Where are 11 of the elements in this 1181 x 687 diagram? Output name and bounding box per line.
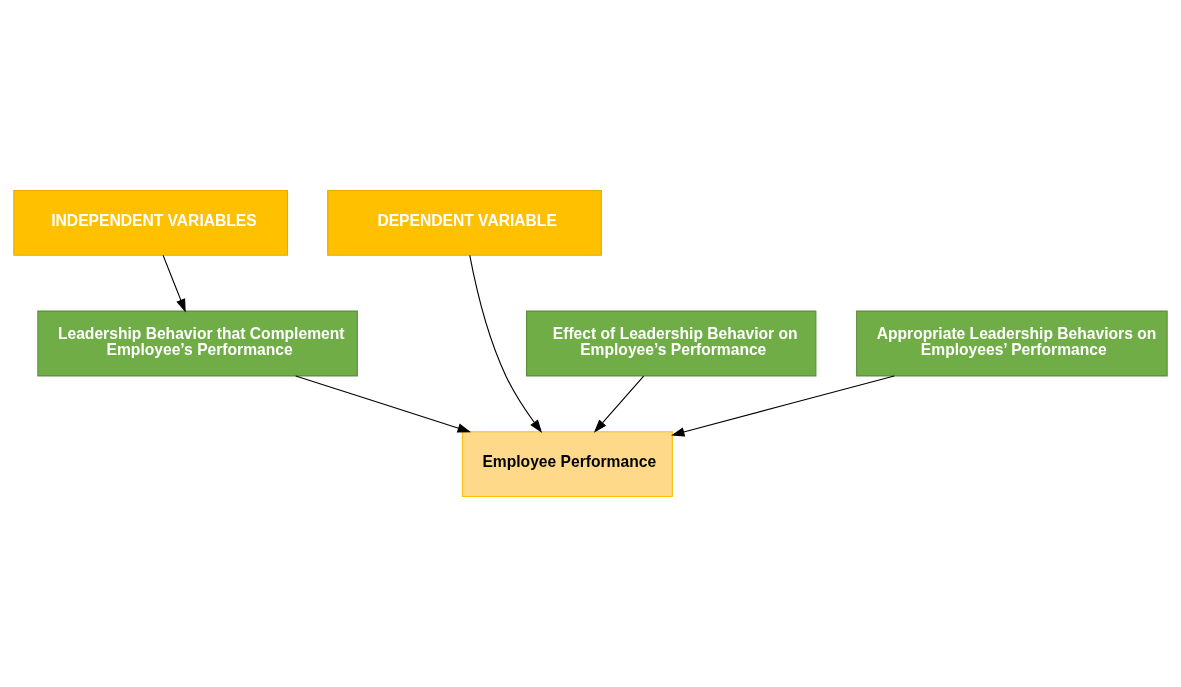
node-box: Effect of Leadership Behavior on Employee’s Performance xyxy=(526,310,817,377)
node-box: DEPENDENT VARIABLE xyxy=(327,189,602,256)
arrow xyxy=(593,375,645,433)
node-box: Appropriate Leadership Behaviors on Employees’ Performance xyxy=(856,310,1168,377)
node-box: Leadership Behavior that Complement Employee’s Performance xyxy=(37,310,358,377)
node-box: Employee Performance xyxy=(461,431,673,498)
arrow xyxy=(295,375,471,433)
arrow xyxy=(671,375,895,437)
arrow xyxy=(469,254,543,433)
arrow xyxy=(162,254,186,313)
node-box: INDEPENDENT VARIABLES xyxy=(13,189,289,256)
